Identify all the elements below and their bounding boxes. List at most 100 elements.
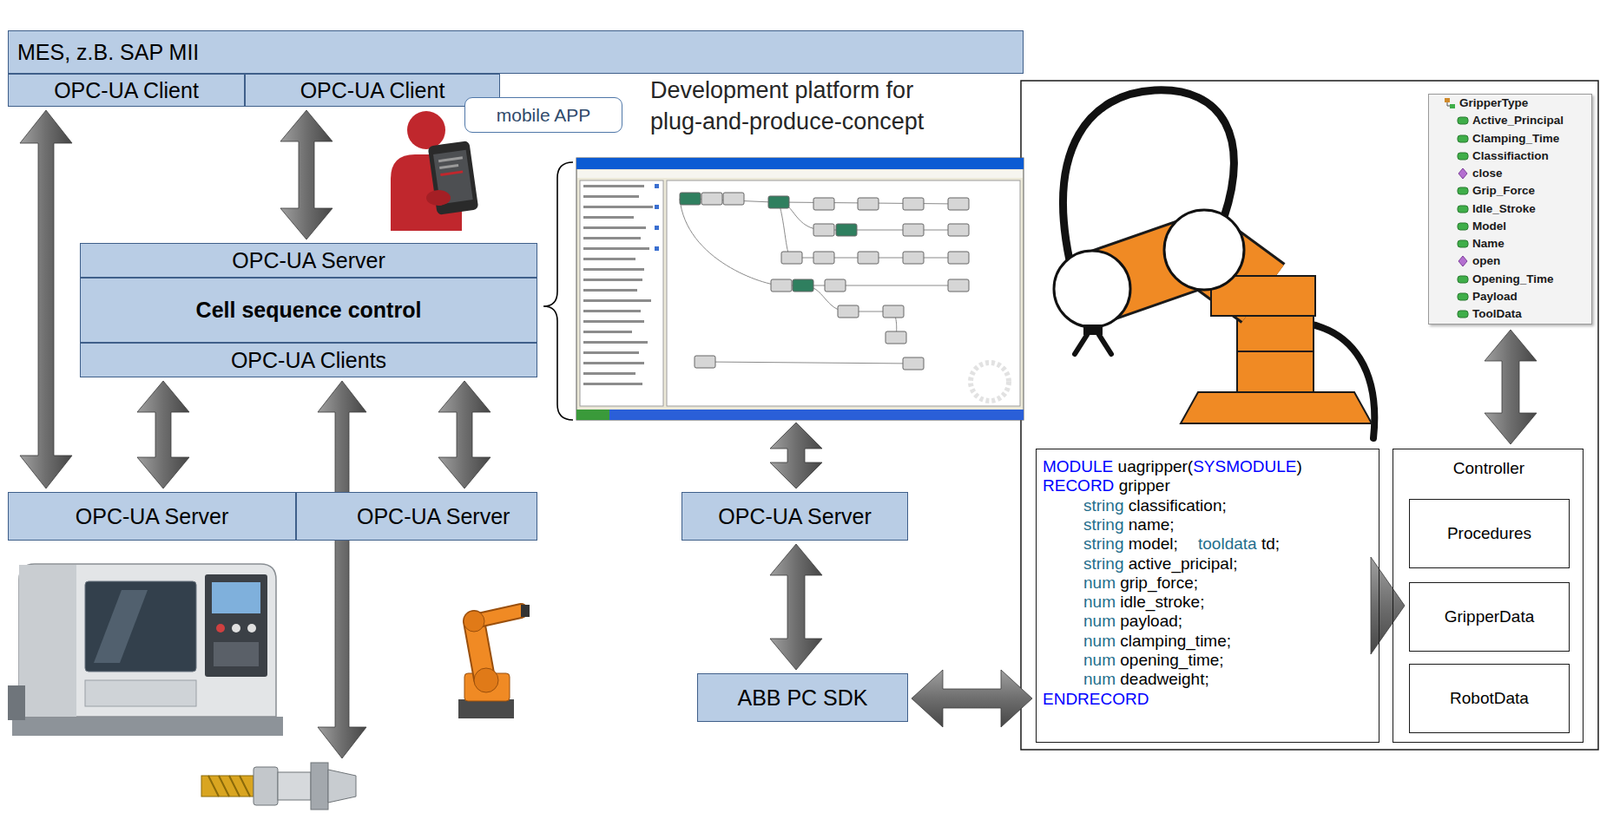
software-screenshot	[857, 251, 879, 264]
code-line: string name;	[1083, 515, 1175, 535]
member-icon	[1456, 255, 1469, 268]
block-arrow	[137, 381, 190, 489]
text-slot: Clamping_Time	[1472, 131, 1560, 147]
text-slot: Model	[1472, 218, 1507, 235]
industrial-robot	[463, 611, 485, 633]
code-token: active_pricipal	[1128, 554, 1233, 573]
software-screenshot	[576, 409, 1024, 421]
code-token: ;	[1221, 496, 1226, 515]
text-slot: string active_pricipal;	[1083, 554, 1238, 574]
text-slot: num grip_force;	[1083, 573, 1199, 593]
software-screenshot	[583, 268, 645, 271]
text-slot: Active_Principal	[1472, 112, 1564, 129]
code-token	[1113, 476, 1119, 495]
software-screenshot	[576, 158, 1024, 421]
code-token: model	[1128, 534, 1174, 554]
member-icon	[1456, 273, 1469, 286]
software-screenshot	[948, 223, 969, 237]
code-token: ;	[1199, 592, 1205, 612]
member-icon	[1456, 184, 1469, 198]
member-icon	[1456, 150, 1469, 163]
code-token: opening_time	[1119, 651, 1219, 670]
software-screenshot	[583, 382, 643, 386]
code-line: num idle_stroke;	[1083, 592, 1205, 613]
text-slot: Payload	[1472, 289, 1518, 305]
software-screenshot	[902, 357, 924, 370]
software-screenshot	[948, 251, 969, 264]
property-icon	[1457, 240, 1469, 248]
code-line: string model;	[1083, 534, 1179, 554]
member-icon	[1456, 203, 1469, 216]
app-label: mobile APP	[496, 105, 592, 126]
software-screenshot	[704, 362, 914, 364]
code-token	[1115, 651, 1120, 670]
software-screenshot	[583, 320, 645, 323]
property-icon	[1457, 152, 1469, 160]
text-slot: num deadweight;	[1083, 670, 1210, 690]
cnc-machine	[93, 590, 148, 664]
code-token: string	[1083, 534, 1124, 554]
software-screenshot	[579, 180, 664, 407]
cnc-machine	[85, 581, 197, 672]
data-box: RobotData	[1409, 664, 1570, 734]
tree-item: Name	[1472, 236, 1505, 252]
text-slot: close	[1472, 165, 1503, 182]
software-screenshot	[948, 197, 969, 211]
software-screenshot	[583, 289, 638, 292]
control-layer: Cell sequence control	[79, 277, 538, 343]
text-slot: ENDRECORD	[1042, 690, 1149, 710]
block-arrow	[19, 110, 73, 489]
type-tree: GripperTypeActive_PrincipalClamping_Time…	[1428, 93, 1593, 325]
code-token: deadweight	[1119, 670, 1205, 689]
person-with-phone	[407, 111, 446, 150]
tree-item: GripperType	[1459, 95, 1528, 112]
property-icon	[1457, 276, 1469, 284]
tree-item: ToolData	[1472, 306, 1522, 323]
block-arrow	[280, 110, 333, 240]
controller-title: Controller	[1453, 458, 1525, 480]
code-token: num	[1083, 670, 1116, 689]
text-slot: Controller	[1453, 458, 1525, 480]
property-icon	[1457, 135, 1469, 143]
code-token: )	[1297, 457, 1303, 476]
member-icon	[1456, 220, 1469, 233]
software-screenshot	[583, 257, 636, 261]
software-screenshot	[723, 192, 745, 205]
tree-item: Clamping_Time	[1472, 131, 1560, 147]
person-with-phone	[440, 170, 463, 177]
server-box: OPC-UA Server	[7, 492, 297, 541]
code-token: SYSMODULE	[1192, 457, 1297, 476]
text-slot: Development platform for plug-and-produc…	[650, 74, 963, 139]
cnc-machine	[12, 717, 284, 737]
cnc-machine	[213, 642, 259, 667]
client-layer: OPC-UA Clients	[79, 342, 538, 378]
block-arrow	[1370, 557, 1405, 655]
code-token: num	[1083, 592, 1116, 612]
tree-item: open	[1472, 253, 1501, 270]
robot-panel-frame	[1020, 80, 1599, 751]
text-slot: GripperType	[1459, 95, 1528, 112]
code-line: tooldata td;	[1198, 534, 1280, 554]
code-line: string classification;	[1083, 496, 1227, 516]
box-label: OPC-UA Server	[356, 504, 510, 530]
code-token: MODULE	[1042, 457, 1113, 476]
text-slot: Idle_Stroke	[1472, 201, 1536, 218]
box-label: GripperData	[1444, 607, 1535, 627]
box-label: OPC-UA Client	[53, 78, 199, 104]
code-token: ;	[1178, 612, 1183, 631]
cnc-machine	[85, 680, 197, 707]
code-token	[1115, 612, 1120, 631]
code-line: MODULE uagripper(SYSMODULE)	[1042, 457, 1303, 477]
code-line: RECORD gripper	[1042, 476, 1171, 496]
person-with-phone	[438, 156, 463, 163]
industrial-robot	[520, 605, 530, 618]
cnc-machine	[216, 624, 225, 633]
cnc-machine	[247, 624, 257, 633]
robot-panel-frame	[1020, 80, 1599, 751]
code-line: string active_pricipal;	[1083, 554, 1238, 574]
text-slot: Opening_Time	[1472, 271, 1554, 288]
software-screenshot	[694, 355, 716, 369]
cnc-machine	[7, 564, 284, 737]
box-label: Procedures	[1447, 524, 1532, 544]
